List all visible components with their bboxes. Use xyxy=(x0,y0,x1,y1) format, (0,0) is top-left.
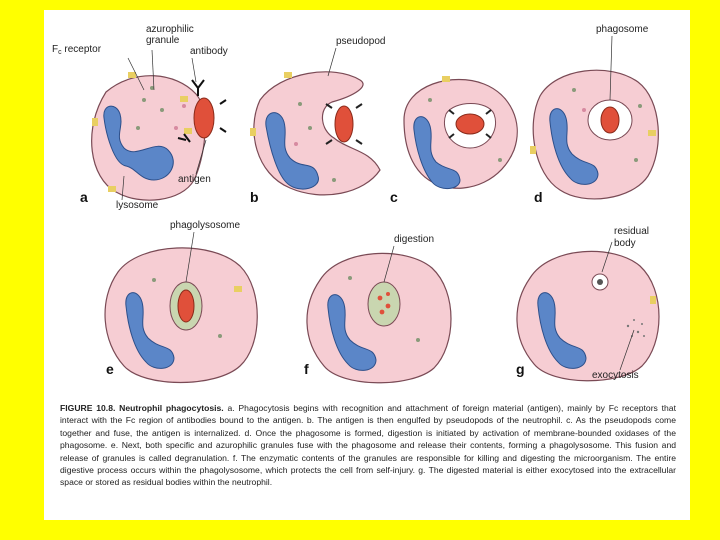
fc-receptor-d2 xyxy=(530,146,536,154)
antigen-a-body xyxy=(193,97,215,139)
fc-receptor-e1 xyxy=(234,286,242,292)
figure-caption: FIGURE 10.8. Neutrophil phagocytosis. a.… xyxy=(60,402,676,489)
fc-receptor-b1 xyxy=(284,72,292,78)
cell-e xyxy=(104,247,258,384)
label-antigen: antigen xyxy=(178,174,211,185)
cell-c xyxy=(403,76,518,189)
antibody-a3 xyxy=(219,99,227,133)
label-antibody: antibody xyxy=(190,46,228,57)
caption-title: FIGURE 10.8. Neutrophil phagocytosis. xyxy=(60,403,224,413)
label-digestion: digestion xyxy=(394,234,434,245)
antibody-a2 xyxy=(177,133,191,143)
label-phagosome: phagosome xyxy=(596,24,649,35)
panel-letter-c: c xyxy=(390,189,398,205)
antigen-c xyxy=(455,113,485,135)
fc-receptor-g1 xyxy=(650,296,656,304)
fc-receptor-a4 xyxy=(92,118,98,126)
cell-a-membrane xyxy=(91,75,206,201)
fc-receptor-d1 xyxy=(648,130,656,136)
cell-b-nucleus xyxy=(265,112,319,190)
digestion-vacuole-f xyxy=(367,281,401,327)
cell-b xyxy=(250,71,381,196)
antibody-a1 xyxy=(191,79,205,96)
fc-receptor-c1 xyxy=(442,76,450,82)
panel-letter-f: f xyxy=(304,361,309,377)
cell-g-membrane xyxy=(516,250,660,382)
label-phagolysosome: phagolysosome xyxy=(170,220,240,231)
cell-c-nucleus xyxy=(413,116,461,189)
fc-receptor-b2 xyxy=(250,128,256,136)
fc-receptor-a3 xyxy=(108,186,116,192)
cell-g-nucleus xyxy=(537,292,587,369)
label-residual-2: body xyxy=(614,238,636,249)
cell-g xyxy=(516,250,660,382)
panel-letter-a: a xyxy=(80,189,88,205)
phagocytosis-figure: Fc receptor azurophilic granule antibody… xyxy=(52,24,660,384)
label-exocytosis: exocytosis xyxy=(592,370,639,381)
cell-a-nucleus xyxy=(103,105,174,181)
panel-letter-e: e xyxy=(106,361,114,377)
panel-letter-d: d xyxy=(534,189,543,205)
label-azurophilic-2: granule xyxy=(146,35,180,46)
panel-letter-g: g xyxy=(516,361,525,377)
cell-f xyxy=(306,252,452,384)
cell-e-nucleus xyxy=(125,292,175,369)
leader-lines xyxy=(121,35,635,371)
antibody-b xyxy=(325,103,363,145)
antigen-b xyxy=(334,105,354,143)
antigen-d xyxy=(600,106,620,134)
label-fc-receptor: Fc receptor xyxy=(52,44,102,56)
antibody-c xyxy=(448,109,492,139)
label-pseudopod: pseudopod xyxy=(336,36,386,47)
fc-receptor-a5 xyxy=(128,72,136,78)
cell-d-nucleus xyxy=(549,108,599,185)
caption-body: a. Phagocytosis begins with recognition … xyxy=(60,403,676,488)
antigen-a xyxy=(177,79,227,143)
panel-letter-b: b xyxy=(250,189,259,205)
cell-a xyxy=(91,72,206,201)
figure-panel: Fc receptor azurophilic granule antibody… xyxy=(44,10,690,520)
label-azurophilic-1: azurophilic xyxy=(146,24,194,35)
fc-receptor-a2 xyxy=(184,128,192,134)
antigen-e xyxy=(177,289,195,323)
label-lysosome: lysosome xyxy=(116,200,159,211)
cell-d xyxy=(530,69,659,200)
label-residual-1: residual xyxy=(614,226,649,237)
cell-f-nucleus xyxy=(327,294,377,371)
fc-receptor-a1 xyxy=(180,96,188,102)
